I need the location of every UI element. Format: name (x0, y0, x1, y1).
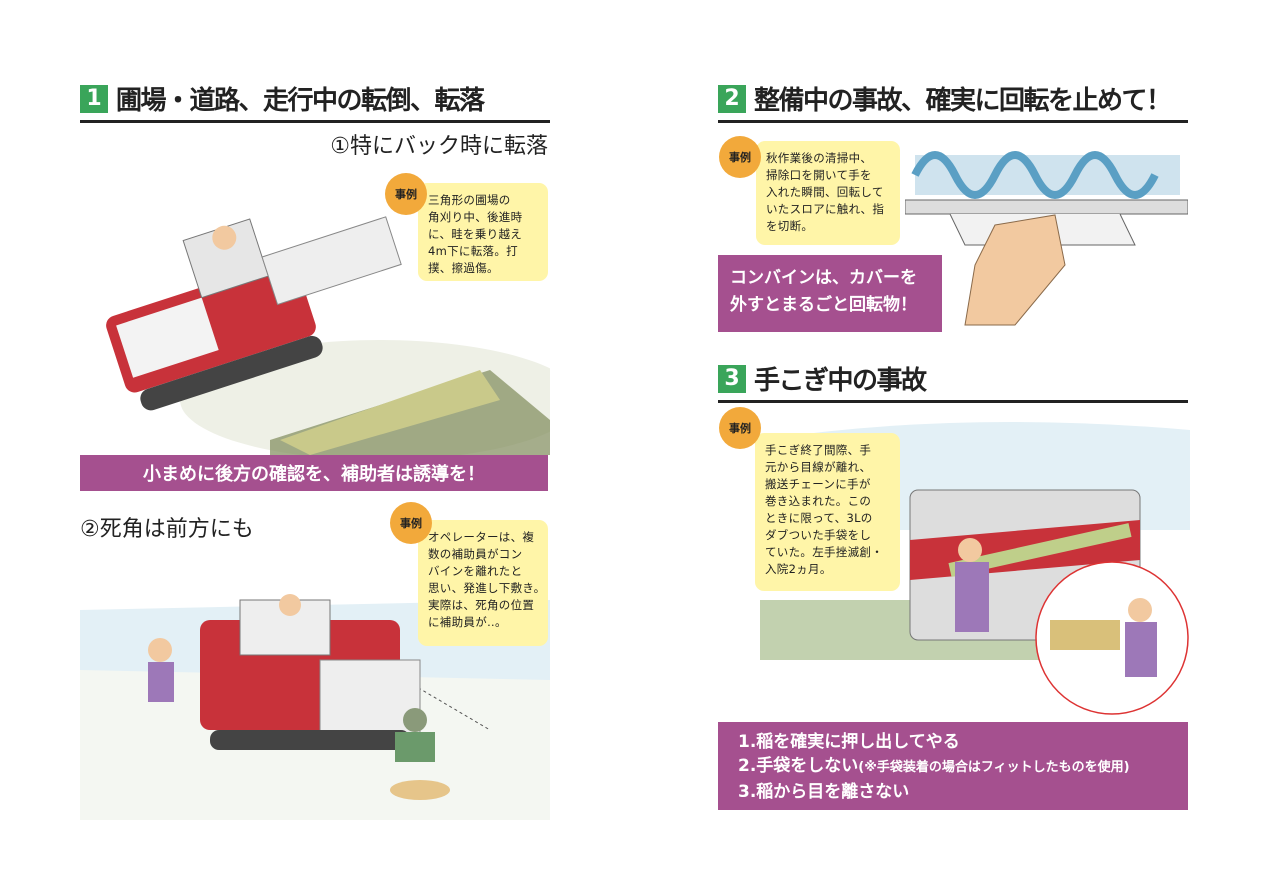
combine-falling-illustration (106, 216, 550, 455)
warning-box: コンバインは、カバーを 外すとまるごと回転物！ (718, 255, 942, 332)
case-description: 手こぎ終了間際、手 元から目線が離れ、 搬送チェーンに手が 巻き込まれた。この … (755, 433, 900, 591)
subheading-back: ①特にバック時に転落 (330, 134, 548, 159)
section1-heading: 1 圃場・道路、走行中の転倒、転落 (80, 80, 550, 123)
rule-text: 2.手袋をしない (738, 756, 859, 776)
warning-line: 外すとまるごと回転物！ (730, 295, 917, 315)
section-title: 整備中の事故、確実に回転を止めて！ (754, 86, 1172, 116)
section-title: 圃場・道路、走行中の転倒、転落 (116, 86, 485, 116)
rule-item: 2.手袋をしない(※手袋装着の場合はフィットしたものを使用) (738, 754, 1168, 780)
section-number-badge: 2 (718, 84, 746, 113)
case-badge: 事例 (390, 502, 432, 544)
section-number-badge: 1 (80, 84, 108, 113)
advice-banner: 小まめに後方の確認を、補助者は誘導を！ (80, 455, 548, 491)
section-title: 手こぎ中の事故 (754, 366, 927, 396)
case-badge: 事例 (385, 173, 427, 215)
combine-blind-spot-illustration (80, 594, 550, 820)
rule-item: 3.稲から目を離さない (738, 782, 910, 802)
case-badge: 事例 (719, 407, 761, 449)
auger-hand-illustration (905, 151, 1188, 326)
rule-note: (※手袋装着の場合はフィットしたものを使用) (858, 760, 1130, 775)
section-number-badge: 3 (718, 364, 746, 393)
warning-line: コンバインは、カバーを (730, 268, 917, 288)
subheading-blind-spot: ②死角は前方にも (80, 517, 254, 542)
case-badge: 事例 (719, 136, 761, 178)
rule-item: 1.稲を確実に押し出してやる (738, 732, 960, 752)
rules-box: 1.稲を確実に押し出してやる 2.手袋をしない(※手袋装着の場合はフィットしたも… (718, 722, 1188, 810)
case-description: オペレーターは、複 数の補助員がコン バインを離れたと 思い、発進し下敷き。 実… (418, 520, 548, 646)
section3-heading: 3 手こぎ中の事故 (718, 360, 1188, 403)
case-description: 秋作業後の清掃中、 掃除口を開いて手を 入れた瞬間、回転して いたスロアに触れ、… (756, 141, 900, 245)
section2-heading: 2 整備中の事故、確実に回転を止めて！ (718, 80, 1188, 123)
case-description: 三角形の圃場の 角刈り中、後進時 に、畦を乗り越え 4m下に転落。打 撲、擦過傷… (418, 183, 548, 281)
